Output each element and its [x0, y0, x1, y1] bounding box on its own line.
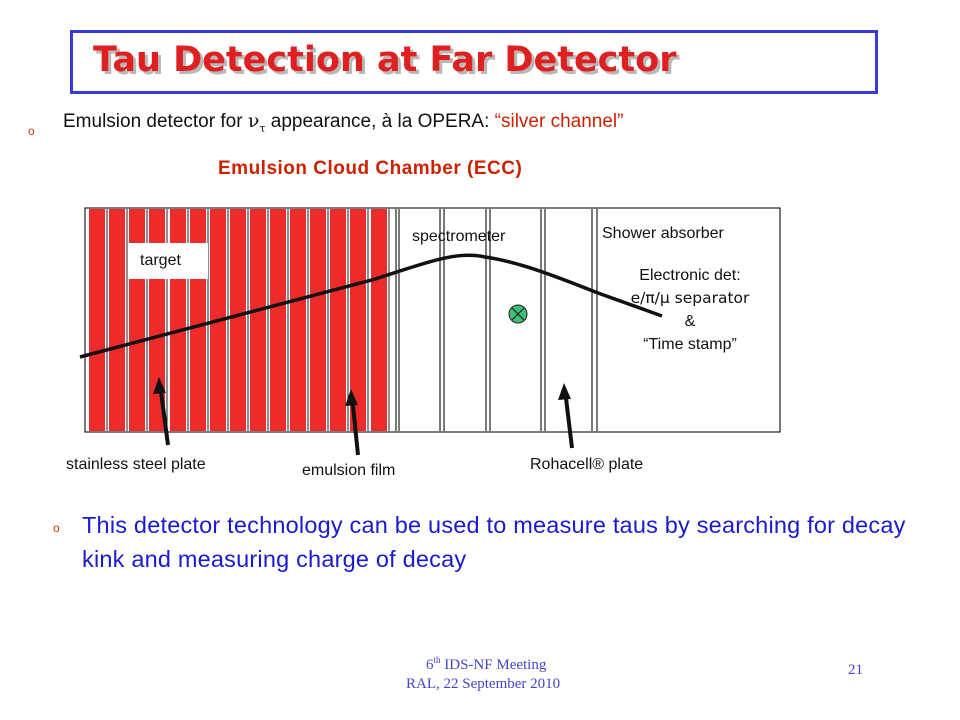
intro-text-mid: appearance, à la OPERA:	[265, 111, 495, 132]
rohacell-label: Rohacell® plate	[530, 456, 644, 473]
title-box	[70, 30, 878, 94]
electronic-det-line-3: &	[684, 313, 696, 330]
stainless-plate	[89, 209, 105, 431]
emulsion-arrow-line	[350, 395, 360, 456]
tau-subscript: τ	[259, 121, 266, 135]
stainless-plate	[230, 209, 246, 431]
stainless-arrow-head	[153, 377, 166, 394]
stainless-arrow-line	[158, 383, 170, 446]
electronic-det-line-4: “Time stamp”	[643, 336, 737, 353]
bullet-1: o	[28, 124, 35, 138]
electronic-det-line-1: Electronic det:	[639, 267, 741, 284]
footer-ordinal-sup: th	[433, 655, 441, 665]
target-label: target	[128, 243, 208, 279]
nu-symbol: ν	[247, 110, 260, 132]
rohacell-arrow-head	[558, 383, 571, 400]
bullet-2: o	[53, 521, 60, 535]
stainless-steel-plates	[89, 209, 387, 431]
electronic-det-line-2: e/π/μ separator	[630, 289, 750, 307]
rohacell-plates	[395, 209, 598, 431]
stainless-plate	[250, 209, 266, 431]
stainless-steel-label: stainless steel plate	[66, 456, 206, 473]
page-number: 21	[848, 662, 863, 678]
footer-ordinal: 6	[426, 657, 434, 673]
footer-meeting-name: IDS-NF Meeting	[440, 657, 547, 673]
stainless-plate	[109, 209, 125, 431]
rohacell-arrow-line	[563, 389, 574, 449]
spectrometer-label: spectrometer	[412, 228, 506, 245]
stainless-plate	[330, 209, 346, 431]
main-paragraph: This detector technology can be used to …	[82, 512, 906, 572]
stainless-plate	[270, 209, 286, 431]
slide-title: Tau Detection at Far Detector	[93, 40, 677, 80]
electronic-det-block: Electronic det: e/π/μ separator & “Time …	[600, 264, 780, 356]
ecc-title: Emulsion Cloud Chamber (ECC)	[218, 158, 523, 179]
emulsion-film-label: emulsion film	[302, 462, 396, 479]
particle-track	[79, 253, 663, 359]
stainless-plate	[350, 209, 366, 431]
slide-title-shadow: Tau Detection at Far Detector	[96, 43, 680, 83]
emulsion-arrow-head	[345, 389, 358, 406]
footer-meeting: 6th IDS-NF Meeting	[426, 655, 546, 674]
stainless-plate	[310, 209, 326, 431]
intro-text-before: Emulsion detector for	[63, 111, 248, 132]
shower-absorber-label: Shower absorber	[602, 225, 724, 242]
intro-line: Emulsion detector for ντ appearance, à l…	[63, 110, 623, 135]
crossed-circle-icon	[508, 304, 528, 324]
stainless-plate	[371, 209, 387, 431]
silver-channel-text: “silver channel”	[494, 111, 624, 132]
stainless-plate	[290, 209, 306, 431]
footer-date: RAL, 22 September 2010	[406, 676, 561, 692]
